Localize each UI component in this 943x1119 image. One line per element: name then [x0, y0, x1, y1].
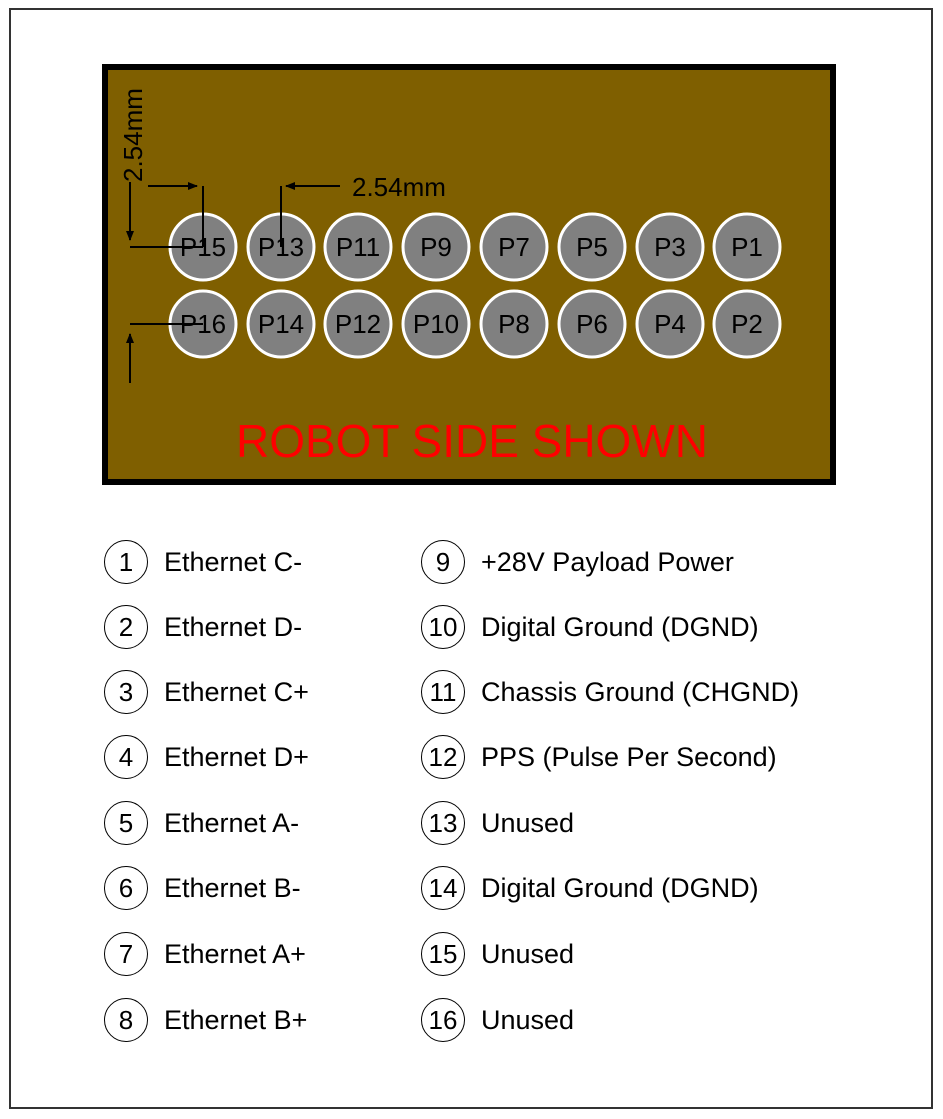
legend-label: Unused [481, 938, 575, 969]
pin-label-p10: P10 [413, 309, 459, 339]
horizontal-dimension-label: 2.54mm [352, 172, 446, 202]
legend-label: Ethernet B- [164, 872, 301, 903]
pin-p10 [401, 289, 471, 359]
legend-item-3: 3 Ethernet C+ [104, 670, 309, 714]
legend-label: Unused [481, 807, 575, 838]
legend-label: Ethernet D+ [164, 741, 309, 772]
pin-p11 [323, 212, 393, 282]
legend-item-1: 1 Ethernet C- [104, 540, 303, 584]
pin-p7 [479, 212, 549, 282]
pin-p4 [635, 289, 705, 359]
legend-item-7: 7 Ethernet A+ [104, 932, 306, 976]
legend-label: Ethernet C- [164, 546, 303, 577]
horizontal-dimension: 2.54mm [148, 172, 446, 247]
pin-grid: P15P13P11P9P7P5P3P1P16P14P12P10P8P6P4P2 [168, 212, 782, 359]
pin-p2 [712, 289, 782, 359]
legend-label: Ethernet A+ [164, 938, 306, 969]
legend-item-14: 14 Digital Ground (DGND) [421, 866, 759, 910]
pin-label-p1: P1 [731, 232, 763, 262]
pin-label-p12: P12 [335, 309, 381, 339]
legend-label: Ethernet C+ [164, 676, 309, 707]
connector-board [102, 64, 836, 485]
legend-number-badge: 3 [104, 670, 148, 714]
legend-number-badge: 13 [421, 801, 465, 845]
legend-number-badge: 2 [104, 605, 148, 649]
legend-label: Digital Ground (DGND) [481, 611, 759, 642]
legend-number-badge: 15 [421, 932, 465, 976]
pin-label-p8: P8 [498, 309, 530, 339]
pin-p3 [635, 212, 705, 282]
legend-item-8: 8 Ethernet B+ [104, 998, 308, 1042]
legend-label: Ethernet D- [164, 611, 303, 642]
legend-number-badge: 14 [421, 866, 465, 910]
legend-item-9: 9 +28V Payload Power [421, 540, 734, 584]
legend-number-badge: 11 [421, 670, 465, 714]
pin-label-p6: P6 [576, 309, 608, 339]
pin-label-p3: P3 [654, 232, 686, 262]
legend-label: +28V Payload Power [481, 546, 734, 577]
pin-label-p9: P9 [420, 232, 452, 262]
legend-label: Digital Ground (DGND) [481, 872, 759, 903]
vertical-dimension: 2.54mm [118, 88, 203, 383]
legend-label: Ethernet B+ [164, 1004, 308, 1035]
legend-item-16: 16 Unused [421, 998, 575, 1042]
pin-p12 [323, 289, 393, 359]
legend-item-4: 4 Ethernet D+ [104, 735, 309, 779]
legend-item-15: 15 Unused [421, 932, 575, 976]
legend-label: Unused [481, 1004, 575, 1035]
legend-item-5: 5 Ethernet A- [104, 801, 300, 845]
board-title: ROBOT SIDE SHOWN [236, 415, 708, 467]
legend-number-badge: 10 [421, 605, 465, 649]
legend-item-2: 2 Ethernet D- [104, 605, 303, 649]
pin-label-p4: P4 [654, 309, 686, 339]
pin-p8 [479, 289, 549, 359]
legend-number-badge: 12 [421, 735, 465, 779]
legend-number-badge: 9 [421, 540, 465, 584]
vertical-dimension-label: 2.54mm [118, 88, 148, 182]
legend-number-badge: 6 [104, 866, 148, 910]
pin-p14 [246, 289, 316, 359]
pin-label-p5: P5 [576, 232, 608, 262]
legend-label: PPS (Pulse Per Second) [481, 741, 777, 772]
legend-label: Chassis Ground (CHGND) [481, 676, 800, 707]
legend-number-badge: 8 [104, 998, 148, 1042]
pin-p1 [712, 212, 782, 282]
pin-p9 [401, 212, 471, 282]
legend-label: Ethernet A- [164, 807, 300, 838]
legend-number-badge: 7 [104, 932, 148, 976]
legend-item-6: 6 Ethernet B- [104, 866, 301, 910]
pin-label-p7: P7 [498, 232, 530, 262]
legend-number-badge: 4 [104, 735, 148, 779]
pin-label-p2: P2 [731, 309, 763, 339]
pin-label-p14: P14 [258, 309, 304, 339]
legend-number-badge: 16 [421, 998, 465, 1042]
legend-item-11: 11 Chassis Ground (CHGND) [421, 670, 800, 714]
pin-p5 [557, 212, 627, 282]
legend-item-10: 10 Digital Ground (DGND) [421, 605, 759, 649]
legend-item-12: 12 PPS (Pulse Per Second) [421, 735, 777, 779]
legend-item-13: 13 Unused [421, 801, 575, 845]
legend-number-badge: 5 [104, 801, 148, 845]
legend-number-badge: 1 [104, 540, 148, 584]
pin-p6 [557, 289, 627, 359]
pin-label-p11: P11 [336, 232, 380, 262]
